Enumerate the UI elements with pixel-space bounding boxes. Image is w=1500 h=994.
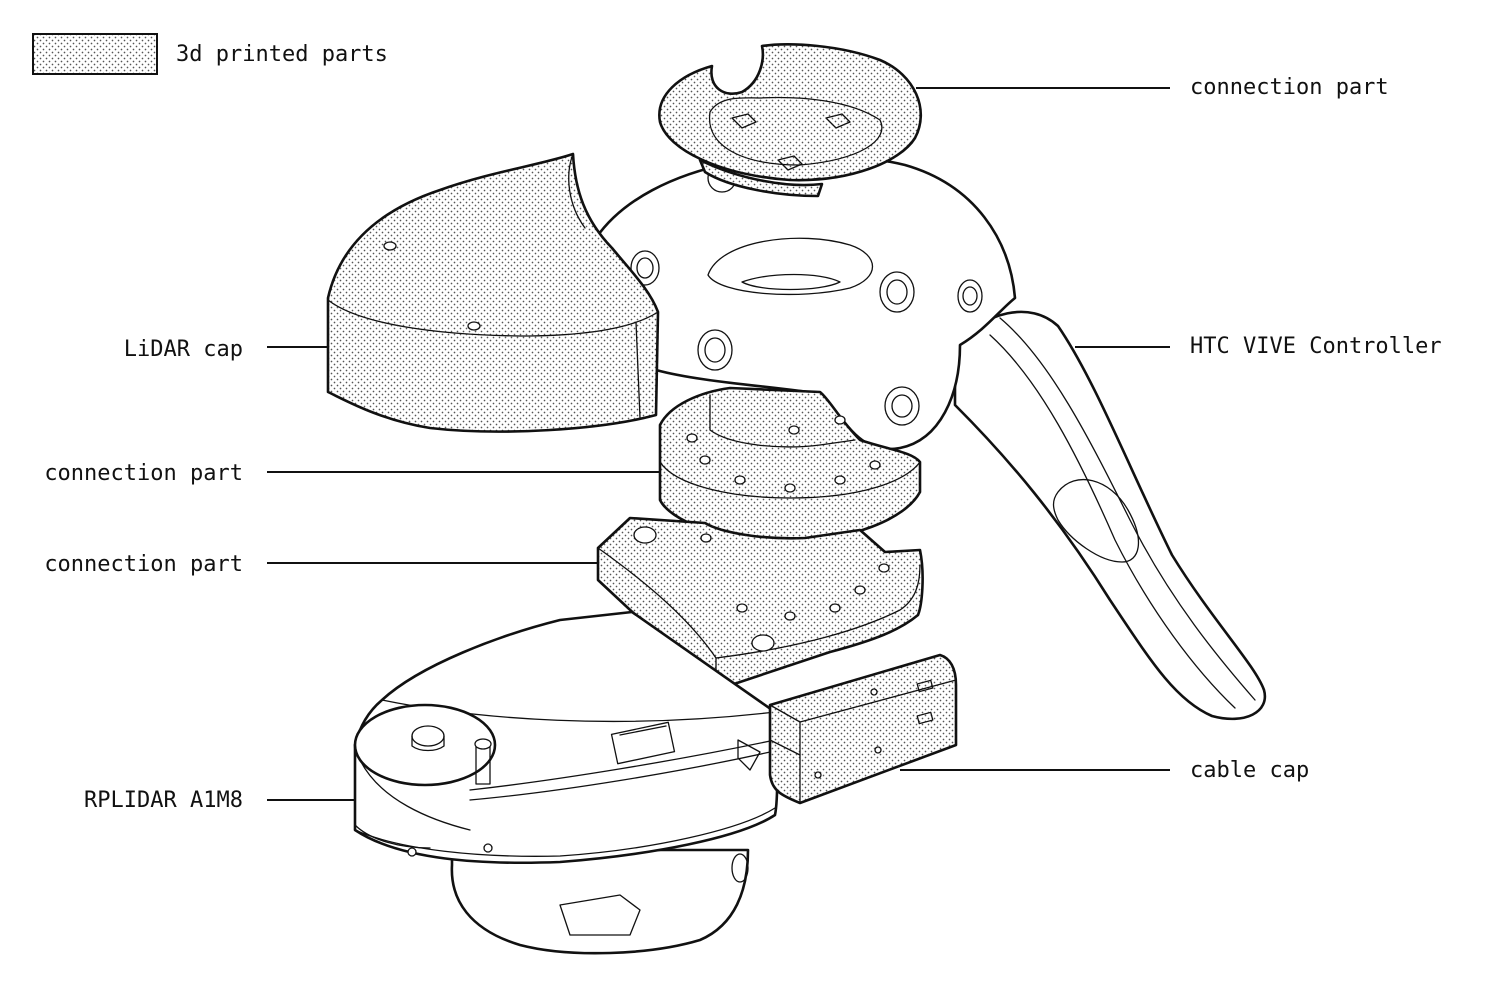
sensor-icon [879,271,915,313]
htc-vive-controller [594,153,1267,721]
legend-label: 3d printed parts [176,42,388,67]
sensor-icon [884,386,920,426]
leader-lines [267,87,1170,801]
legend-swatch [32,33,158,75]
label-connection-part-top: connection part [1190,75,1389,100]
lidar-cap [326,152,660,433]
label-connection-part-middle: connection part [44,461,243,486]
sensor-icon [957,279,983,313]
label-htc-vive-controller: HTC VIVE Controller [1190,334,1442,359]
connection-part-top [658,43,923,198]
labels: connection part HTC VIVE Controller LiDA… [44,75,1441,813]
label-lidar-cap: LiDAR cap [124,337,243,362]
sensor-icon [630,250,660,286]
rplidar-a1m8 [353,610,779,955]
label-cable-cap: cable cap [1190,758,1309,783]
connection-part-middle [658,386,922,544]
trackpad-icon [1052,478,1140,563]
label-connection-part-plate: connection part [44,552,243,577]
legend: 3d printed parts [32,33,388,75]
rotor-disk [353,703,497,787]
label-rplidar: RPLIDAR A1M8 [84,788,243,813]
sensor-icon [697,329,733,371]
cable-cap [768,653,958,805]
connector-icon [610,721,676,765]
controller-handle [953,310,1267,721]
